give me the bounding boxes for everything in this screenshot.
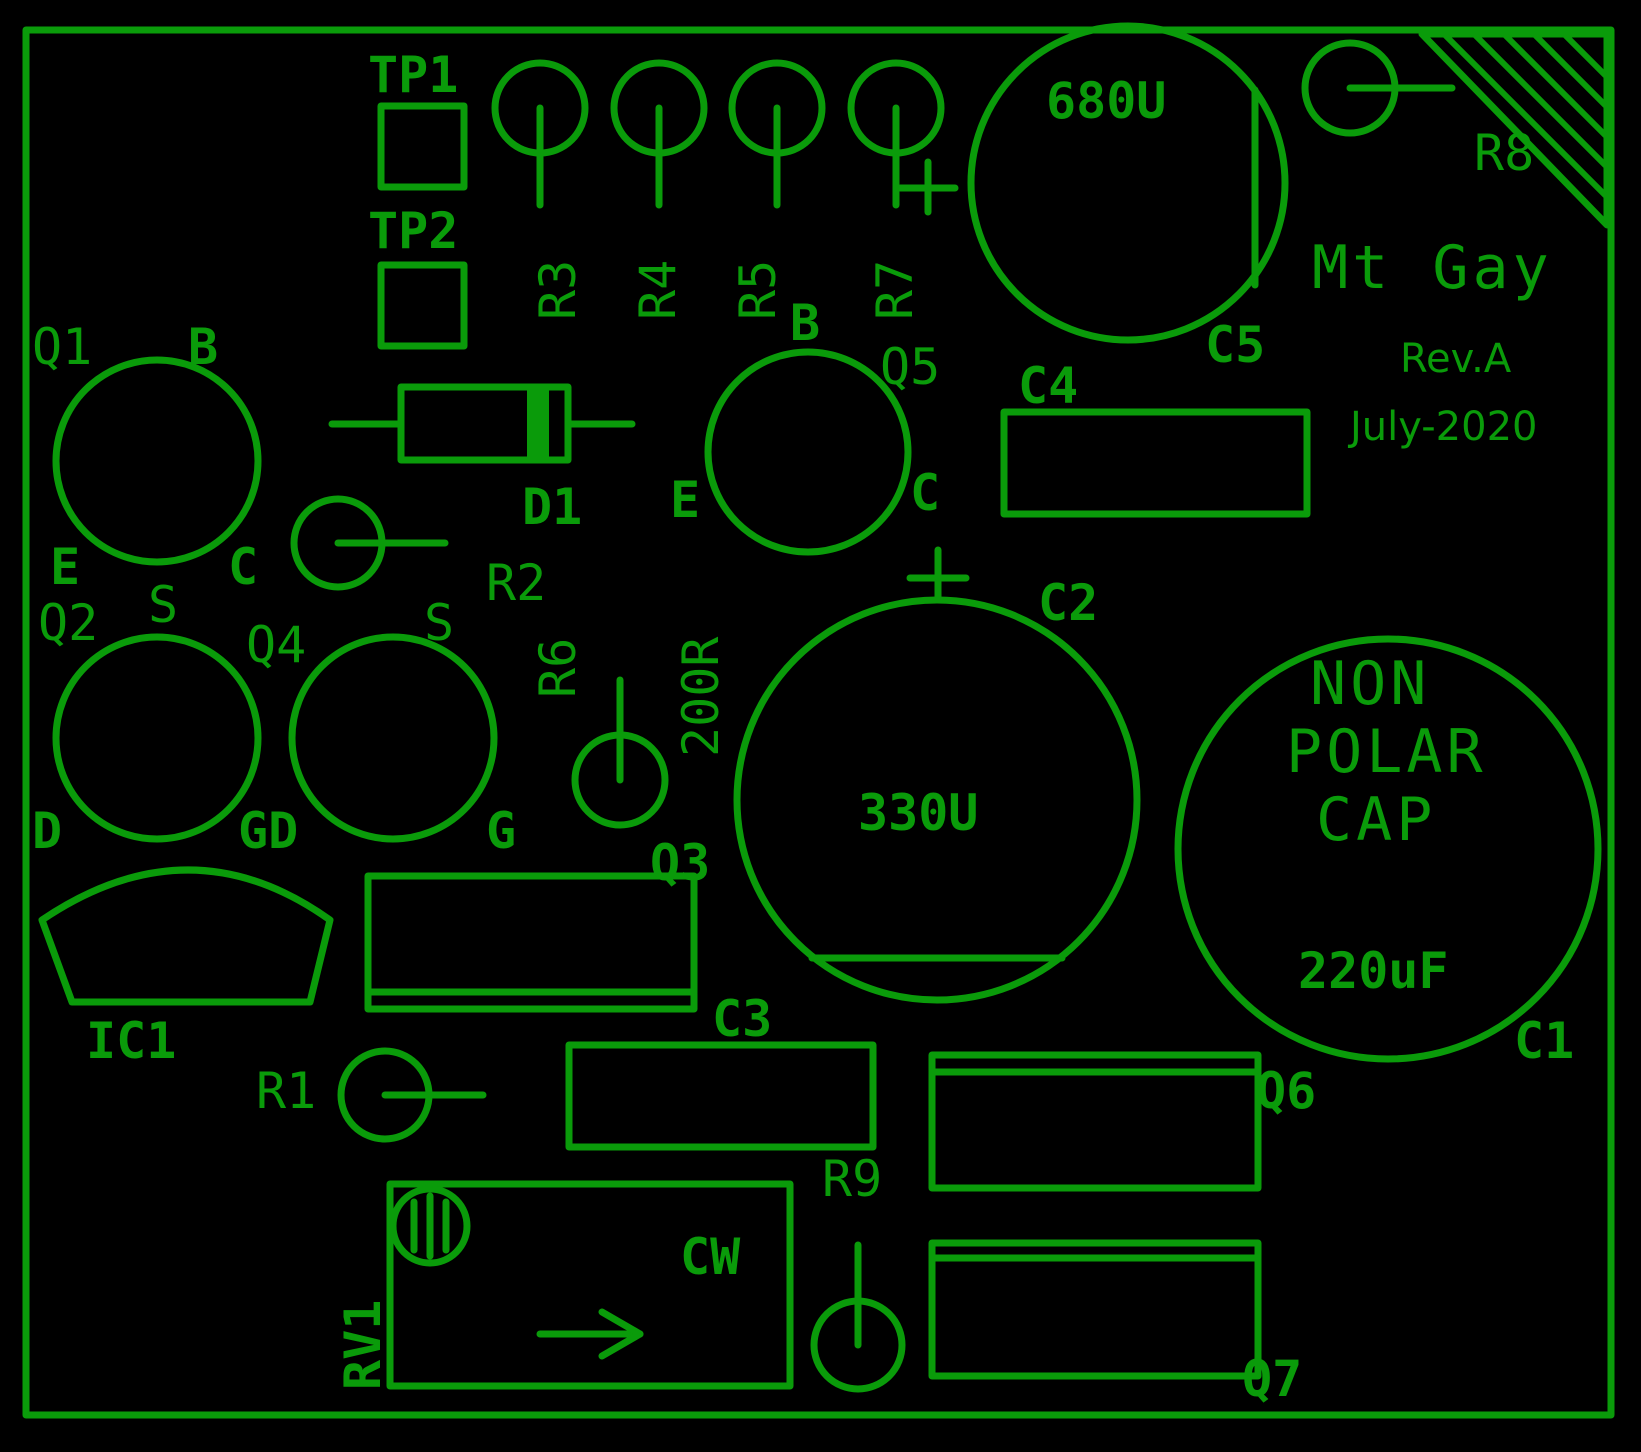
- r5-label: R5: [729, 260, 787, 320]
- q5-pin-c: C: [910, 464, 940, 522]
- q6-label: Q6: [1256, 1062, 1316, 1120]
- c2-value: 330U: [858, 784, 978, 842]
- transistor-q1: Q1 B E C: [32, 318, 262, 596]
- q2-label: Q2: [38, 594, 98, 652]
- q3-label: Q3: [650, 834, 710, 892]
- c1-value: 220uF: [1298, 942, 1449, 1000]
- c4-label: C4: [1018, 357, 1078, 415]
- c2-label: C2: [1038, 574, 1098, 632]
- resistor-r1: R1: [256, 1047, 487, 1143]
- q1-pin-b: B: [188, 318, 218, 376]
- q5-label: Q5: [880, 338, 940, 396]
- transistor-q2: Q2 S D GD: [32, 576, 298, 860]
- test-point-tp1: TP1: [368, 46, 468, 191]
- ic-ic1: IC1: [38, 866, 334, 1070]
- resistor-r4: R4: [610, 59, 708, 320]
- transistor-q7: Q7: [928, 1239, 1302, 1408]
- r6-value: 200R: [672, 636, 730, 757]
- resistor-r7: R7: [847, 59, 945, 320]
- c5-value: 680U: [1046, 72, 1166, 130]
- resistor-r6: R6 200R: [529, 636, 730, 829]
- q7-label: Q7: [1242, 1350, 1302, 1408]
- capacitor-c2: 330U C2: [733, 546, 1141, 1004]
- r6-label: R6: [529, 638, 587, 698]
- board-title: Mt Gay: [1312, 233, 1553, 303]
- c1-label: C1: [1514, 1012, 1574, 1070]
- rv1-cw-label: CW: [680, 1228, 741, 1286]
- transistor-q3: Q3: [364, 834, 710, 1013]
- r3-label: R3: [529, 260, 587, 320]
- q5-pin-b: B: [790, 294, 820, 352]
- transistor-q6: Q6: [928, 1051, 1316, 1192]
- board-date: July-2020: [1347, 404, 1537, 450]
- board-revision: Rev.A: [1400, 336, 1512, 382]
- q1-pin-c: C: [228, 538, 258, 596]
- tp2-label: TP2: [368, 202, 458, 260]
- tp1-label: TP1: [368, 46, 458, 104]
- r1-label: R1: [256, 1062, 316, 1120]
- r2-label: R2: [486, 554, 546, 612]
- capacitor-c3: C3: [565, 990, 877, 1151]
- c3-label: C3: [712, 990, 772, 1048]
- diode-d1: D1: [328, 383, 636, 536]
- capacitor-c1: NON POLAR CAP 220uF C1: [1174, 635, 1602, 1070]
- resistor-r2: R2: [290, 495, 546, 612]
- c1-line1: NON: [1310, 649, 1430, 719]
- board-outline: [22, 26, 1615, 1419]
- r8-label: R8: [1474, 124, 1534, 182]
- ic1-label: IC1: [86, 1012, 176, 1070]
- resistor-r8: R8: [1301, 39, 1534, 182]
- q4-label: Q4: [246, 616, 306, 674]
- resistor-r3: R3: [491, 59, 589, 320]
- q2-pin-s: S: [148, 576, 178, 634]
- c1-line2: POLAR: [1286, 717, 1487, 787]
- rv1-label: RV1: [334, 1300, 392, 1390]
- c5-label: C5: [1205, 316, 1265, 374]
- q1-label: Q1: [32, 318, 92, 376]
- transistor-q4: Q4 S G: [246, 594, 516, 860]
- c1-line3: CAP: [1316, 785, 1436, 855]
- resistor-r5: R5: [728, 59, 826, 320]
- q5-pin-e: E: [670, 471, 700, 529]
- q2-pin-gd: GD: [238, 802, 298, 860]
- r9-label: R9: [822, 1150, 882, 1208]
- q4-pin-s: S: [424, 594, 454, 652]
- q4-pin-g: G: [486, 802, 516, 860]
- transistor-q5: B Q5 E C: [670, 294, 940, 556]
- capacitor-c5: 680U C5: [896, 22, 1289, 374]
- q2-pin-d: D: [32, 802, 62, 860]
- test-point-tp2: TP2: [368, 202, 468, 350]
- q1-pin-e: E: [50, 538, 80, 596]
- r4-label: R4: [629, 260, 687, 320]
- resistor-r9: R9: [810, 1150, 906, 1393]
- trimmer-rv1: CW RV1: [334, 1180, 794, 1390]
- r7-label: R7: [866, 260, 924, 320]
- d1-label: D1: [522, 478, 582, 536]
- capacitor-c4: C4: [1000, 357, 1311, 518]
